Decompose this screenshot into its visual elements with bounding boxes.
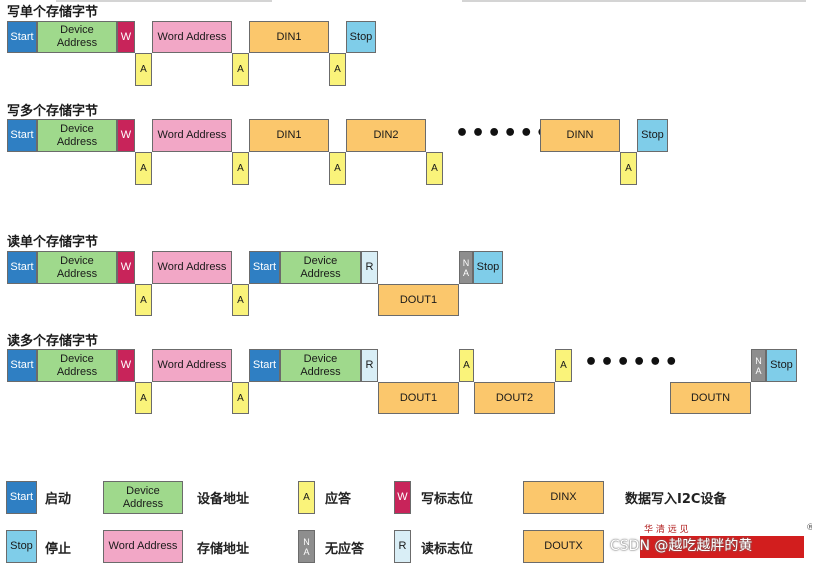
ack-box: A: [135, 152, 152, 185]
device-address-box: Device Address: [280, 251, 361, 284]
word-address-box: Word Address: [152, 119, 232, 152]
legend-read-flag-box: R: [394, 530, 411, 563]
legend-ack-box: A: [298, 481, 315, 514]
stop-box: Stop: [766, 349, 797, 382]
legend-dinx-text: 数据写入I2C设备: [625, 492, 727, 507]
section-title-write-multi: 写多个存储字节: [7, 104, 99, 119]
legend-nack-box: N A: [298, 530, 315, 563]
company-logo-graphic: 华 清 远 见 ®: [640, 523, 815, 558]
legend-stop-text: 停止: [45, 542, 72, 557]
device-address-box: Device Address: [280, 349, 361, 382]
legend-start-text: 启动: [45, 492, 72, 507]
stop-box: Stop: [637, 119, 668, 152]
company-logo: 华 清 远 见 ®: [632, 520, 815, 564]
ack-box: A: [135, 53, 152, 86]
dout2-box: DOUT2: [474, 382, 555, 414]
doutn-box: DOUTN: [670, 382, 751, 414]
din1-box: DIN1: [249, 119, 329, 152]
start-box: Start: [7, 21, 37, 53]
dout1-box: DOUT1: [378, 284, 459, 316]
device-address-box: Device Address: [37, 251, 117, 284]
word-address-box: Word Address: [152, 21, 232, 53]
ack-box: A: [135, 382, 152, 414]
section-title-read-single: 读单个存储字节: [7, 235, 99, 250]
din2-box: DIN2: [346, 119, 426, 152]
ack-box: A: [232, 152, 249, 185]
ack-box: A: [135, 284, 152, 316]
din1-box: DIN1: [249, 21, 329, 53]
ack-box: A: [232, 284, 249, 316]
legend-read-flag-text: 读标志位: [421, 542, 474, 557]
top-border-right: [462, 0, 806, 2]
legend-ack-text: 应答: [325, 492, 352, 507]
legend-nack-text: 无应答: [325, 542, 365, 557]
ack-box: A: [329, 53, 346, 86]
device-address-box: Device Address: [37, 349, 117, 382]
write-flag-box: W: [117, 21, 135, 53]
word-address-box: Word Address: [152, 251, 232, 284]
nack-box: N A: [459, 251, 473, 284]
top-border-left: [56, 0, 272, 2]
ack-box: A: [232, 53, 249, 86]
ack-box: A: [555, 349, 572, 382]
start-box: Start: [7, 251, 37, 284]
legend-start-box: Start: [6, 481, 37, 514]
ack-box: A: [459, 349, 474, 382]
stop-box: Stop: [473, 251, 503, 284]
registered-mark: ®: [806, 523, 812, 533]
legend-write-flag-box: W: [394, 481, 411, 514]
device-address-box: Device Address: [37, 21, 117, 53]
start-box: Start: [7, 349, 37, 382]
section-title-write-single: 写单个存储字节: [7, 5, 99, 20]
stop-box: Stop: [346, 21, 376, 53]
legend-word-address-text: 存储地址: [197, 542, 250, 557]
write-flag-box: W: [117, 251, 135, 284]
repeated-start-box: Start: [249, 251, 280, 284]
legend-dinx-box: DINX: [523, 481, 604, 514]
write-flag-box: W: [117, 119, 135, 152]
legend-stop-box: Stop: [6, 530, 37, 563]
ack-box: A: [426, 152, 443, 185]
device-address-box: Device Address: [37, 119, 117, 152]
dinn-box: DINN: [540, 119, 620, 152]
read-flag-box: R: [361, 349, 378, 382]
start-box: Start: [7, 119, 37, 152]
ellipsis-dots: ••••••: [455, 121, 552, 146]
logo-banner: [640, 536, 804, 558]
ack-box: A: [620, 152, 637, 185]
dout1-box: DOUT1: [378, 382, 459, 414]
repeated-start-box: Start: [249, 349, 280, 382]
ack-box: A: [329, 152, 346, 185]
legend-doutx-box: DOUTX: [523, 530, 604, 563]
nack-box: N A: [751, 349, 766, 382]
word-address-box: Word Address: [152, 349, 232, 382]
ack-box: A: [232, 382, 249, 414]
section-title-read-multi: 读多个存储字节: [7, 334, 99, 349]
legend-device-address-box: Device Address: [103, 481, 183, 514]
csdn-watermark: CSDN @越吃越胖的黄: [610, 538, 753, 554]
read-flag-box: R: [361, 251, 378, 284]
ellipsis-dots: ••••••: [584, 350, 681, 375]
legend-word-address-box: Word Address: [103, 530, 183, 563]
legend-device-address-text: 设备地址: [197, 492, 250, 507]
write-flag-box: W: [117, 349, 135, 382]
legend-write-flag-text: 写标志位: [421, 492, 474, 507]
logo-text: 华 清 远 见: [644, 523, 689, 535]
